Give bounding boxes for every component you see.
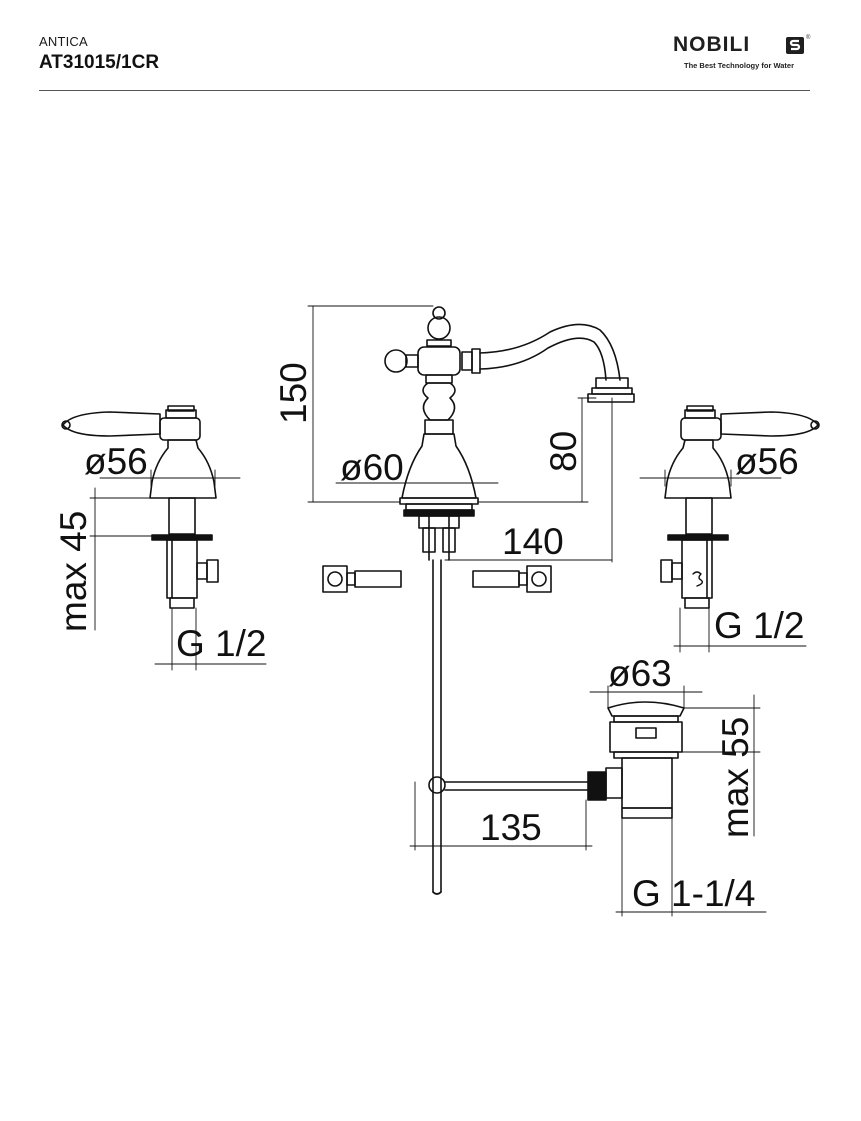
- dimension-lines: [89, 305, 807, 917]
- label-left-thread: G 1/2: [176, 623, 267, 664]
- logo-s-icon: [786, 37, 804, 54]
- central-spout: [384, 306, 635, 561]
- label-left-handle-diameter: ø56: [84, 441, 148, 482]
- brand-logo: NOBILI ® The Best Technology for Water: [673, 33, 813, 75]
- label-max-deck-left: max 45: [53, 511, 94, 632]
- right-hose-connector: [472, 565, 552, 593]
- dimension-labels: ø56 max 45 G 1/2 150 ø60 80 140 ø56 G 1/…: [53, 362, 805, 914]
- label-spout-outlet-height: 80: [543, 431, 584, 472]
- label-spout-height: 150: [273, 362, 314, 424]
- label-waste-diameter: ø63: [608, 653, 672, 694]
- header-divider: [39, 90, 810, 91]
- label-right-handle-diameter: ø56: [735, 441, 799, 482]
- series-name: ANTICA: [39, 34, 88, 49]
- label-spout-base-diameter: ø60: [340, 447, 404, 488]
- pop-up-waste: [605, 701, 685, 819]
- product-code: AT31015/1CR: [39, 52, 160, 73]
- logo-registered-mark: ®: [806, 35, 811, 41]
- label-right-thread: G 1/2: [714, 605, 805, 646]
- left-valve: [61, 405, 219, 609]
- label-waste-thread: G 1-1/4: [632, 873, 755, 914]
- left-hose-connector: [322, 565, 402, 593]
- label-waste-height: max 55: [715, 717, 756, 838]
- label-spout-reach: 140: [502, 521, 564, 562]
- pop-up-rod: [428, 559, 607, 895]
- header: ANTICA AT31015/1CR NOBILI ® The Best Tec…: [0, 0, 861, 100]
- logo-tagline: The Best Technology for Water: [684, 61, 795, 70]
- label-rod-length: 135: [480, 807, 542, 848]
- logo-wordmark: NOBILI: [673, 33, 751, 56]
- right-valve: [660, 405, 820, 609]
